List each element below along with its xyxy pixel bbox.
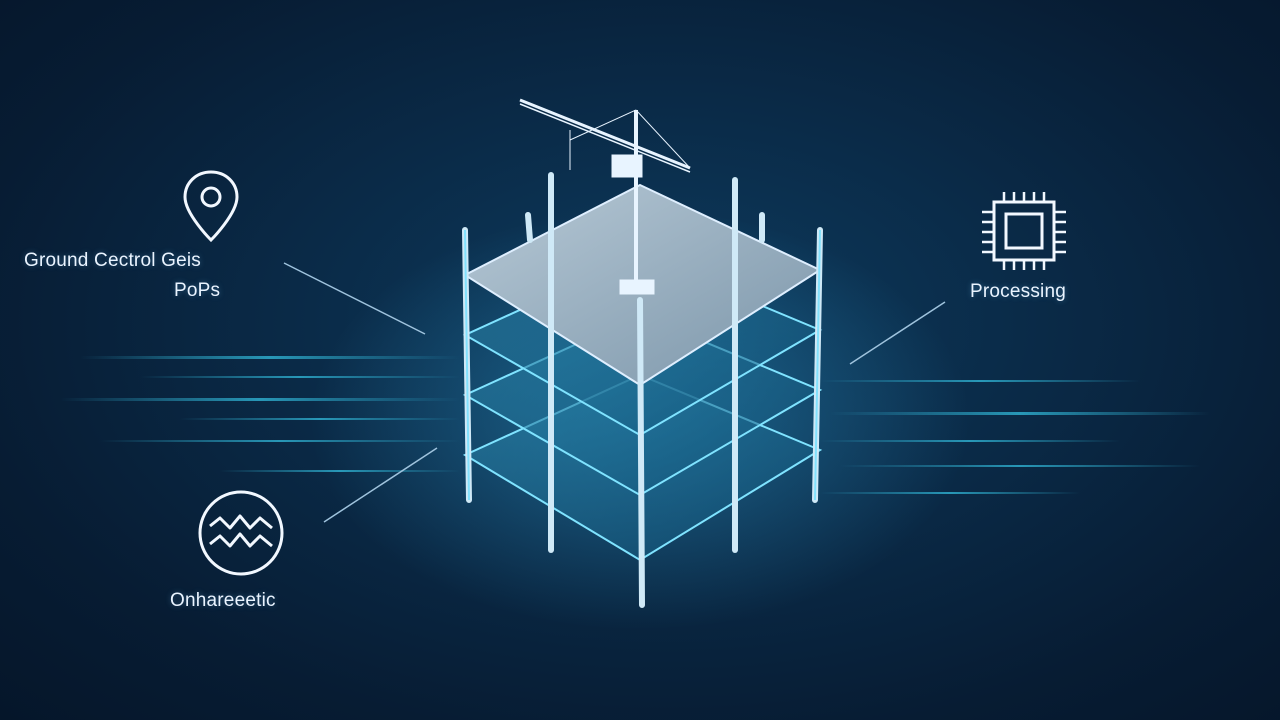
connector-lines	[283, 262, 946, 523]
cpu-chip-icon	[982, 192, 1066, 270]
crane	[519, 98, 691, 295]
location-pin-icon	[183, 170, 239, 243]
processing-label: Processing	[970, 281, 1066, 302]
building	[462, 98, 823, 608]
bottom-left-label: Onhareeetic	[170, 590, 276, 611]
pops-label: PoPs	[174, 280, 221, 301]
ground-control-label: Ground Cectrol Geis	[24, 250, 201, 271]
waveform-circle-icon	[198, 490, 284, 576]
light-streaks	[60, 356, 1210, 494]
